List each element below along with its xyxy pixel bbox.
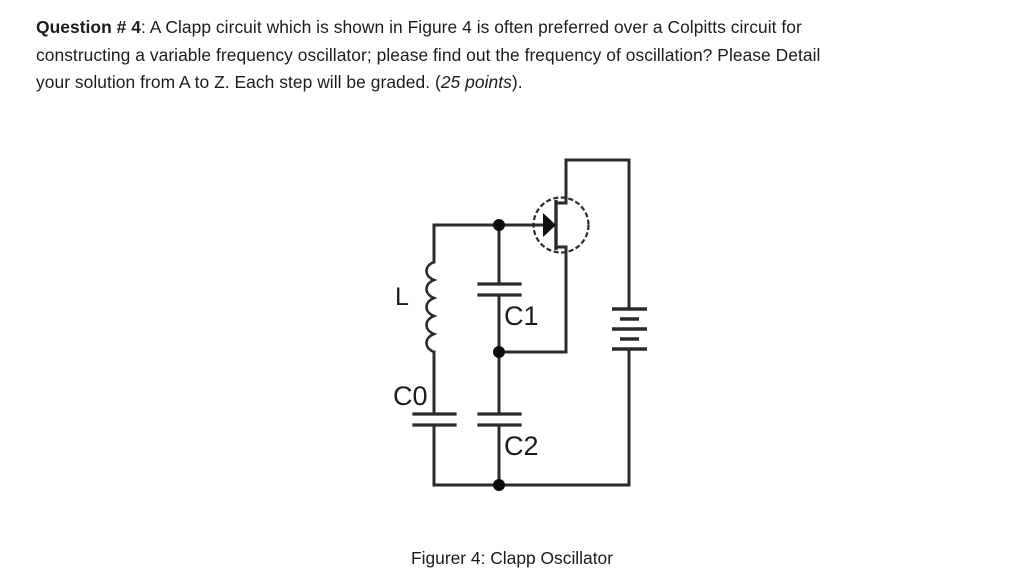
question-text: Question # 4: A Clapp circuit which is s… — [36, 14, 998, 97]
junction-dot-mid — [493, 346, 505, 358]
question-line-3-pre: your solution from A to Z. Each step wil… — [36, 72, 441, 92]
junction-dot-gate — [493, 219, 505, 231]
junction-dots — [493, 219, 505, 491]
battery-icon — [612, 307, 647, 351]
question-points: 25 points — [440, 72, 512, 92]
label-capacitor-c1: C1 — [504, 301, 539, 331]
question-line-1: Question # 4: A Clapp circuit which is s… — [36, 14, 998, 42]
figure-caption: Figurer 4: Clapp Oscillator — [411, 548, 613, 568]
transistor-drain-stub — [556, 188, 568, 205]
question-line-1-text: A Clapp circuit which is shown in Figure… — [145, 17, 802, 37]
transistor-envelope-circle — [532, 196, 590, 254]
component-labels: L C0 C1 C2 — [393, 283, 539, 461]
label-capacitor-c2: C2 — [504, 431, 539, 461]
transistor-source-stub — [556, 245, 568, 262]
transistor-gate-arrow — [543, 213, 556, 237]
label-capacitor-c0: C0 — [393, 381, 428, 411]
question-label: Question # 4 — [36, 17, 141, 37]
question-line-3-post: ). — [511, 72, 523, 92]
junction-dot-ground — [493, 479, 505, 491]
jfet-transistor-icon — [532, 188, 590, 262]
question-line-2: constructing a variable frequency oscill… — [36, 44, 821, 65]
label-inductor: L — [395, 283, 409, 311]
inductor-coil-icon — [425, 260, 438, 354]
question-line-3: your solution from A to Z. Each step wil… — [36, 69, 998, 97]
question-separator: : — [140, 17, 146, 37]
